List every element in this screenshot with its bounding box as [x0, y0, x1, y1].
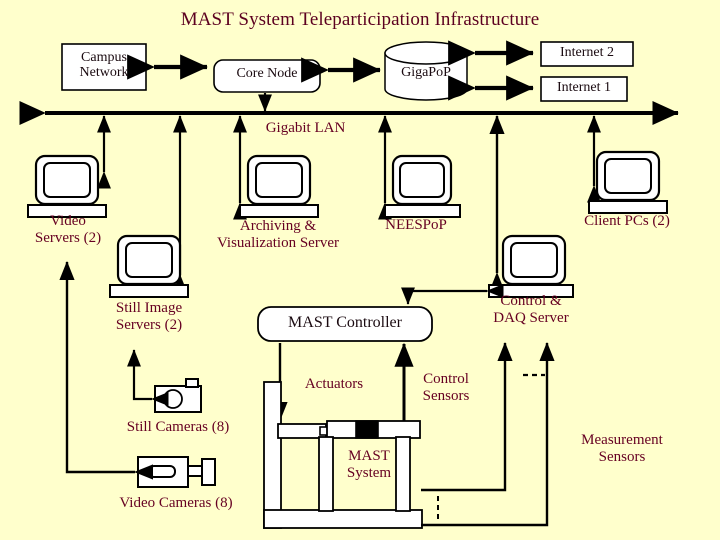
neespop-icon [384, 154, 461, 218]
page-title: MAST System Teleparticipation Infrastruc… [180, 9, 540, 30]
internet-1-node [540, 76, 628, 102]
client-pcs-icon [588, 150, 668, 214]
video-camera-icon [137, 456, 216, 488]
mast-controller-node [257, 306, 433, 342]
mast-system-apparatus [263, 381, 423, 529]
link-daq-to-mast-controller [400, 283, 504, 305]
link-measurement-sensors-outer [421, 342, 555, 527]
link-still-cameras-to-still-servers [126, 349, 169, 407]
archiving-visualization-server-icon [239, 154, 319, 218]
still-image-servers-icon [109, 234, 189, 298]
still-camera-icon [154, 378, 202, 413]
core-node [213, 59, 321, 93]
video-servers-icon [27, 154, 107, 218]
internet-2-node [540, 41, 634, 67]
control-daq-server-icon [488, 234, 574, 298]
link-video-cameras-to-video-servers [59, 261, 154, 480]
link-measurement-sensors-inner [421, 342, 513, 492]
campus-network-node [61, 43, 147, 91]
gigapop-node [384, 41, 468, 101]
